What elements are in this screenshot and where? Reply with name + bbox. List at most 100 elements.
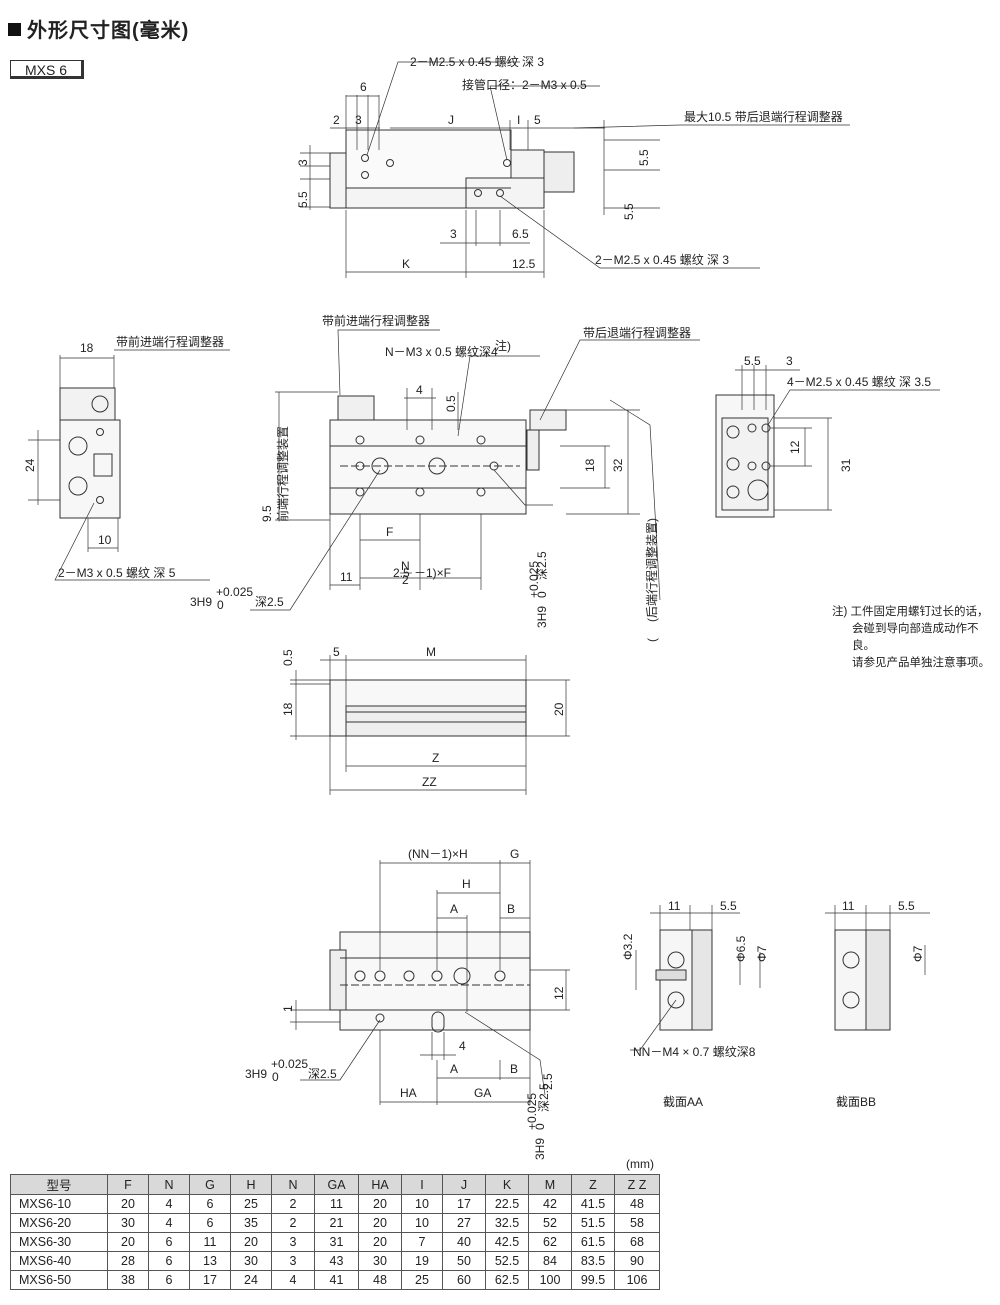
table-cell: 52 [528, 1213, 572, 1233]
note-block: 注) 工件固定用螺钉过长的话， 会碰到导向部造成动作不良。 请参见产品单独注意事… [832, 604, 1000, 672]
note-line-2: 会碰到导向部造成动作不良。 [852, 623, 979, 652]
side-dim-z: Z [432, 751, 439, 765]
table-cell: 48 [614, 1194, 660, 1214]
table-cell: 30 [358, 1251, 402, 1271]
table-cell: 20 [107, 1194, 149, 1214]
right-dim-12: 12 [788, 440, 802, 454]
bottom-dim-1: 1 [281, 1005, 295, 1012]
table-cell: 20 [230, 1232, 272, 1252]
table-cell: 84 [528, 1251, 572, 1271]
table-cell: 61.5 [571, 1232, 615, 1252]
front-dim-n: N [401, 559, 410, 573]
table-cell: 31 [314, 1232, 359, 1252]
table-cell: 99.5 [571, 1270, 615, 1290]
table-cell: 3 [271, 1232, 315, 1252]
top-dim-6: 6 [360, 80, 367, 94]
table-cell: 13 [189, 1251, 231, 1271]
table-cell: 2 [271, 1213, 315, 1233]
bottom-view [290, 860, 570, 1105]
top-dim-3a: 3 [355, 113, 362, 127]
col-n2: N [271, 1174, 315, 1195]
bottom-callout-depth: 深2.5 [308, 1067, 337, 1081]
table-cell: 38 [107, 1270, 149, 1290]
table-cell: 20 [358, 1194, 402, 1214]
unit-label: (mm) [626, 1157, 654, 1171]
col-g: G [189, 1174, 231, 1195]
table-cell: 35 [230, 1213, 272, 1233]
right-dim-3: 3 [786, 354, 793, 368]
col-ha: HA [358, 1174, 402, 1195]
right-view [715, 365, 940, 518]
front-tol-plus: +0.025 [216, 585, 253, 599]
table-cell: 11 [314, 1194, 359, 1214]
front-tol-zero-v: 0 [535, 591, 549, 598]
bb-dim-11: 11 [842, 899, 855, 913]
bottom-dim-g: G [510, 847, 519, 861]
col-h: H [230, 1174, 272, 1195]
col-i: I [401, 1174, 443, 1195]
table-cell: 30 [230, 1251, 272, 1271]
aa-dim-phi7: Φ7 [755, 945, 769, 962]
table-cell: 48 [358, 1270, 402, 1290]
side-dim-18: 18 [281, 702, 295, 716]
front-dim-f: F [386, 525, 393, 539]
left-dim-24: 24 [23, 458, 37, 472]
bottom-dim-12: 12 [552, 986, 566, 1000]
top-dim-6-5: 6.5 [512, 227, 529, 241]
top-dim-5: 5 [534, 113, 541, 127]
bb-dim-5-5: 5.5 [898, 899, 915, 913]
table-cell: 11 [189, 1232, 231, 1252]
left-callout-thread: 2－M3 x 0.5 螺纹 深 5 [58, 566, 176, 580]
model-tag: MXS 6 [10, 60, 84, 79]
left-callout-adjuster: 带前进端行程调整器 [116, 334, 224, 349]
front-dim-11: 11 [340, 570, 353, 584]
bottom-dim-2-5: 2.5 [541, 1073, 555, 1090]
table-cell: 19 [401, 1251, 443, 1271]
table-cell: 2 [271, 1194, 315, 1214]
top-dim-12-5: 12.5 [512, 257, 536, 271]
bottom-callout-depth-v: 深2.5 [537, 1083, 551, 1112]
table-cell: 6 [189, 1194, 231, 1214]
top-dim-5-5b: 5.5 [637, 149, 651, 166]
table-cell: 4 [148, 1213, 190, 1233]
table-cell: 6 [148, 1251, 190, 1271]
bottom-dim-4: 4 [459, 1039, 466, 1053]
front-dim-minus1f: －1)×F [414, 566, 451, 580]
square-bullet-icon [8, 23, 21, 36]
table-cell: 10 [401, 1213, 443, 1233]
bb-dim-phi7: Φ7 [911, 945, 925, 962]
bottom-tol-zero-v: 0 [533, 1123, 547, 1130]
front-dim-18: 18 [583, 458, 597, 472]
col-ga: GA [314, 1174, 359, 1195]
table-cell: 17 [189, 1270, 231, 1290]
table-cell: MXS6-10 [10, 1194, 108, 1214]
table-cell: 83.5 [571, 1251, 615, 1271]
top-dim-5-5c: 5.5 [622, 203, 636, 220]
bottom-dim-b: B [507, 902, 515, 916]
top-dim-3b: 3 [296, 159, 310, 166]
top-callout-thread-1: 2－M2.5 x 0.45 螺纹 深 3 [410, 55, 544, 69]
aa-dim-5-5: 5.5 [720, 899, 737, 913]
front-callout-depth-v: 深2.5 [535, 551, 549, 580]
table-cell: 62 [528, 1232, 572, 1252]
top-dim-j: J [448, 113, 454, 127]
bottom-dim-ga: GA [474, 1086, 491, 1100]
right-dim-31: 31 [839, 458, 853, 472]
top-view [300, 61, 850, 278]
top-dim-i: I [517, 113, 520, 127]
front-callout-3h9-v: 3H9 [535, 606, 549, 628]
table-cell: 7 [401, 1232, 443, 1252]
side-dim-20: 20 [552, 702, 566, 716]
left-dim-18: 18 [80, 341, 94, 355]
top-callout-thread-2: 2－M2.5 x 0.45 螺纹 深 3 [595, 253, 729, 267]
bottom-dim-a: A [450, 902, 458, 916]
col-f: F [107, 1174, 149, 1195]
left-dim-10: 10 [98, 533, 112, 547]
table-cell: 51.5 [571, 1213, 615, 1233]
bottom-dim-a2: A [450, 1062, 458, 1076]
spec-table: 型号 F N G H N GA HA I J K M Z Z Z MXS6-10… [10, 1174, 660, 1290]
bottom-tol-zero: 0 [272, 1070, 279, 1084]
right-callout-thread: 4－M2.5 x 0.45 螺纹 深 3.5 [787, 375, 931, 389]
section-aa [630, 905, 761, 1051]
